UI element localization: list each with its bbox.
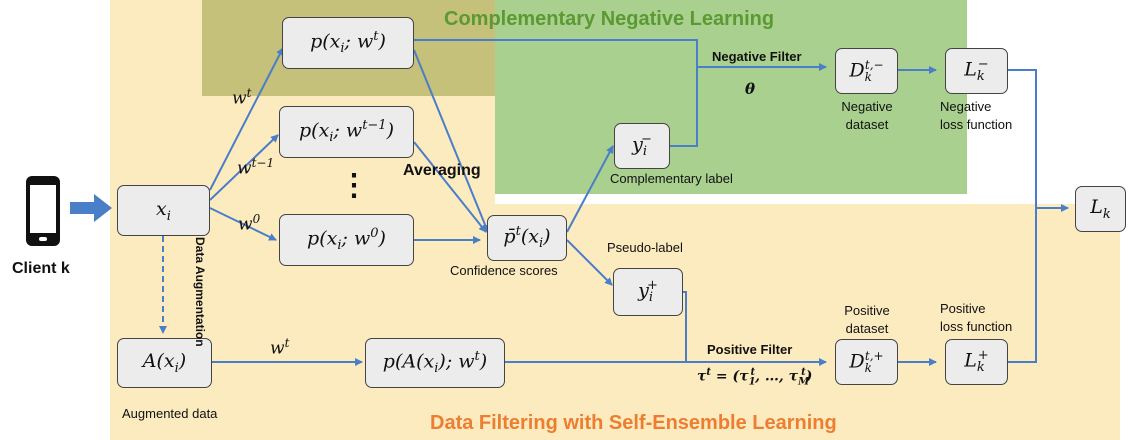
positive-dataset-caption: Positive dataset	[833, 302, 901, 338]
edge-pwt-to-dneg	[414, 39, 827, 71]
positive-dataset-node: Dkt,+	[835, 339, 898, 385]
dfsel-title: Data Filtering with Self-Ensemble Learni…	[430, 412, 837, 434]
edge-lneg-to-lk	[1008, 69, 1069, 212]
weight-label-wt1: wt−1	[237, 156, 275, 179]
averaged-prediction-node: p̄t(xi)	[487, 215, 567, 261]
augmented-data-caption: Augmented data	[122, 406, 218, 421]
smartphone-screen	[30, 185, 56, 233]
complementary-label-node: yi−	[614, 123, 670, 169]
positive-loss-caption: Positive loss function	[940, 300, 1012, 336]
edge-x-to-pwt	[209, 47, 284, 191]
averaging-label: Averaging	[403, 162, 481, 179]
weight-label-w0: w0	[238, 212, 261, 235]
complementary-label-caption: Complementary label	[610, 171, 733, 186]
negative-loss-caption-line1: Negative	[940, 99, 992, 114]
model-wt1-node: p(xi; wt−1)	[279, 106, 414, 158]
negative-dataset-caption: Negative dataset	[833, 98, 901, 134]
vdots: ⋮	[339, 169, 369, 202]
positive-loss-caption-line2: loss function	[940, 319, 1013, 334]
positive-filter-tau: τt = (τ1t, …, τMt)	[697, 367, 813, 388]
edge-ypos-to-dpos	[683, 291, 687, 362]
edge-pwt-to-pbar	[413, 49, 490, 233]
positive-dataset-caption-line1: Positive	[844, 303, 890, 318]
cnl-title: Complementary Negative Learning	[444, 8, 775, 30]
positive-loss-caption-line1: Positive	[940, 301, 986, 316]
negative-filter-label: Negative Filter	[712, 49, 802, 64]
confidence-scores-label: Confidence scores	[450, 263, 558, 278]
model-wt-node: p(xi; wt)	[282, 17, 414, 69]
data-augmentation-label: Data Augmentation	[193, 237, 207, 347]
input-node: xi	[117, 185, 210, 236]
pseudo-label-node: yi+	[613, 268, 683, 316]
negative-dataset-caption-line2: dataset	[845, 117, 889, 132]
total-loss-node: Lk	[1075, 186, 1126, 232]
edge-pwt1-to-pbar	[413, 141, 487, 233]
negative-loss-caption: Negative loss function	[940, 98, 1012, 134]
positive-filter-label: Positive Filter	[707, 342, 793, 357]
augmented-input-node: A(xi)	[117, 338, 212, 388]
smartphone-button	[39, 237, 47, 241]
weight-label-wt-bottom: wt	[270, 336, 290, 359]
edge-pbar-to-yneg	[566, 145, 614, 233]
pseudo-label-caption: Pseudo-label	[607, 240, 683, 255]
model-w0-node: p(xi; w0)	[279, 214, 414, 266]
negative-loss-node: Lk−	[945, 48, 1008, 94]
edge-yneg-to-dneg	[670, 67, 698, 147]
edge-pbar-to-ypos	[566, 239, 613, 286]
negative-dataset-caption-line1: Negative	[841, 99, 893, 114]
edge-x-to-pw0	[209, 207, 277, 241]
negative-filter-theta: θ	[745, 80, 756, 98]
augmented-model-node: p(A(xi); wt)	[365, 338, 505, 388]
edge-x-to-pwt1	[209, 134, 279, 201]
smartphone-icon	[26, 176, 60, 246]
self-ensemble-region-bottom	[495, 204, 1120, 440]
complementary-region	[495, 0, 967, 194]
client-label: Client k	[12, 260, 70, 277]
negative-dataset-node: Dkt,−	[835, 48, 898, 94]
negative-loss-caption-line2: loss function	[940, 117, 1013, 132]
positive-loss-node: Lk+	[945, 339, 1008, 385]
weight-label-wt-top: wt	[232, 86, 252, 109]
positive-dataset-caption-line2: dataset	[845, 321, 889, 336]
edge-lpos-to-lk	[1008, 208, 1037, 363]
client-input-arrow	[70, 194, 112, 222]
